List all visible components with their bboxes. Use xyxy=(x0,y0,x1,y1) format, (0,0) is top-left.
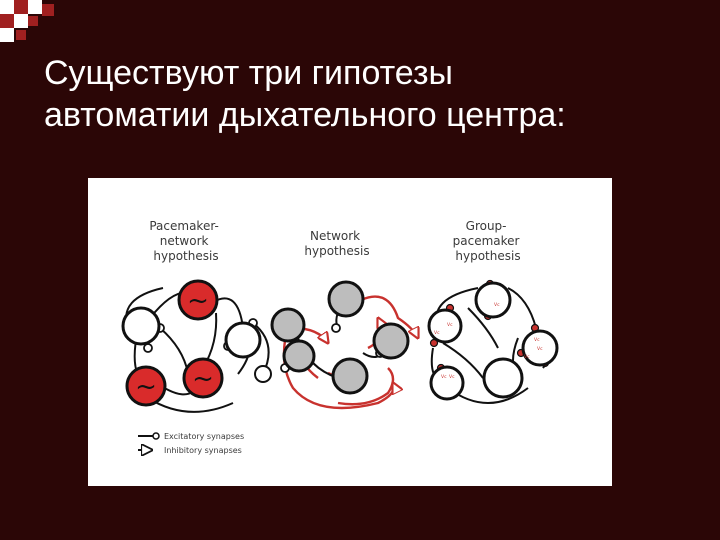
legend-excitatory: Excitatory synapses xyxy=(164,432,244,441)
svg-text:Network hypothesis: Network hypothesis xyxy=(304,229,369,258)
panel3-heading-line1: Group- xyxy=(466,219,507,233)
pacemaker-symbol: ~ xyxy=(192,364,214,394)
legend-inhibitory: Inhibitory synapses xyxy=(164,446,242,455)
small-mark: Vc xyxy=(494,302,500,308)
pacemaker-neuron-top xyxy=(177,279,219,321)
small-mark: Vc xyxy=(434,330,440,336)
panel-group-pacemaker: Group- pacemaker hypothesis xyxy=(427,219,559,404)
small-mark: Vc xyxy=(524,354,530,360)
panel2-heading-line2: hypothesis xyxy=(304,244,369,258)
slide-title-line-2: автоматии дыхательного центра: xyxy=(44,96,566,134)
small-mark: Vc xyxy=(441,374,447,380)
panel3-heading-line3: hypothesis xyxy=(455,249,520,263)
corner-decoration xyxy=(0,0,64,44)
pacemaker-symbol: ~ xyxy=(135,372,157,402)
slide-title-line-1: Существуют три гипотезы xyxy=(44,54,453,92)
panel1-heading-line2: network xyxy=(160,234,209,248)
slide-title: Существуют три гипотезы автоматии дыхате… xyxy=(44,52,684,136)
panel2-heading-line1: Network xyxy=(310,229,360,243)
small-mark: Vc xyxy=(447,322,453,328)
panel3-heading-line2: pacemaker xyxy=(453,234,520,248)
small-mark: Vc xyxy=(449,374,455,380)
svg-text:Pacemaker- network: Pacemaker- network hypothesis xyxy=(149,219,222,263)
small-mark: Vc xyxy=(537,346,543,352)
panel1-heading-line3: hypothesis xyxy=(153,249,218,263)
pacemaker-symbol: ~ xyxy=(187,286,209,316)
legend: Excitatory synapses Inhibitory synapses xyxy=(138,432,244,455)
pacemaker-neuron-right xyxy=(182,357,224,399)
hypotheses-figure: Pacemaker- network hypothesis xyxy=(88,178,612,486)
panel-pacemaker-network: Pacemaker- network hypothesis xyxy=(121,219,272,413)
pacemaker-neuron-left xyxy=(125,365,167,407)
small-mark: Vc xyxy=(534,337,540,343)
panel1-heading-line1: Pacemaker- xyxy=(149,219,218,233)
svg-text:Group- pacemaker h: Group- pacemaker hypothesis xyxy=(453,219,524,263)
panel-network: Network hypothesis xyxy=(270,229,418,410)
